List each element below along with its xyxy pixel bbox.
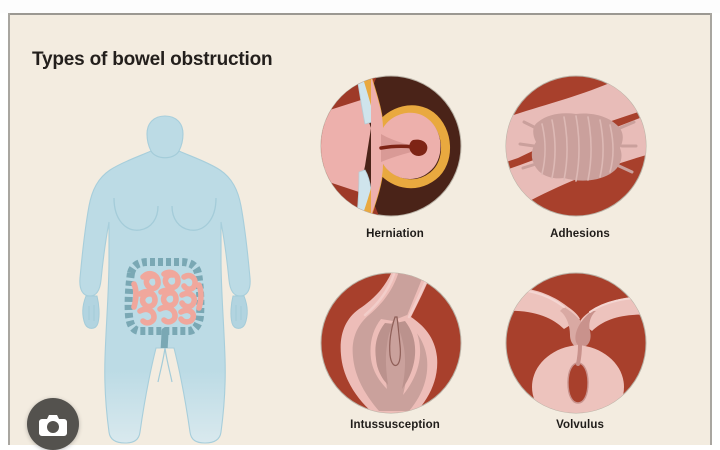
peritoneum-left xyxy=(321,100,371,192)
constriction-knob xyxy=(409,139,428,156)
volvulus-lumen xyxy=(567,362,589,404)
hand-right xyxy=(230,295,248,329)
constriction-stalk xyxy=(379,144,415,150)
frame-border-right xyxy=(710,13,712,445)
small-intestine xyxy=(131,269,204,326)
adhesion-tethers xyxy=(518,120,638,174)
left-white-margin xyxy=(0,13,8,445)
clavicle-line xyxy=(150,150,180,159)
panel-label-volvulus: Volvulus xyxy=(556,419,604,431)
volvulus-twist-tail xyxy=(576,343,582,366)
hand-left xyxy=(82,295,100,329)
panel-label-herniation: Herniation xyxy=(366,228,424,240)
leg-split-right xyxy=(164,347,173,383)
panel-volvulus: Volvulus xyxy=(500,267,660,445)
invagination-notch xyxy=(389,316,401,367)
camera-button[interactable] xyxy=(27,398,79,450)
pectoral-right xyxy=(171,197,217,231)
telescope-inner-right xyxy=(396,321,416,389)
intestines-group xyxy=(124,258,205,362)
page-title: Types of bowel obstruction xyxy=(32,49,273,70)
adhesion-fibers xyxy=(541,115,614,182)
infographic-poster: Types of bowel obstruction xyxy=(10,15,710,445)
leg-split-left xyxy=(157,347,166,383)
panel-herniation: Herniation xyxy=(315,70,475,265)
colon-outline xyxy=(124,258,205,335)
panel-intussusception: Intussusception xyxy=(310,267,480,445)
right-white-margin xyxy=(712,13,720,445)
panel-label-adhesions: Adhesions xyxy=(550,228,610,240)
frame-border-top xyxy=(8,13,712,15)
panel-adhesions: Adhesions xyxy=(500,70,660,265)
human-body-illustration xyxy=(70,110,260,445)
frame-border-left xyxy=(8,13,10,445)
volvulus-limb-right xyxy=(580,296,646,331)
top-white-margin xyxy=(0,0,720,13)
panel-label-intussusception: Intussusception xyxy=(350,419,440,431)
pectoral-left xyxy=(113,197,159,231)
telescope-inner-left xyxy=(375,323,394,385)
camera-icon xyxy=(39,415,67,436)
volvulus-knot-overlap xyxy=(575,311,596,347)
